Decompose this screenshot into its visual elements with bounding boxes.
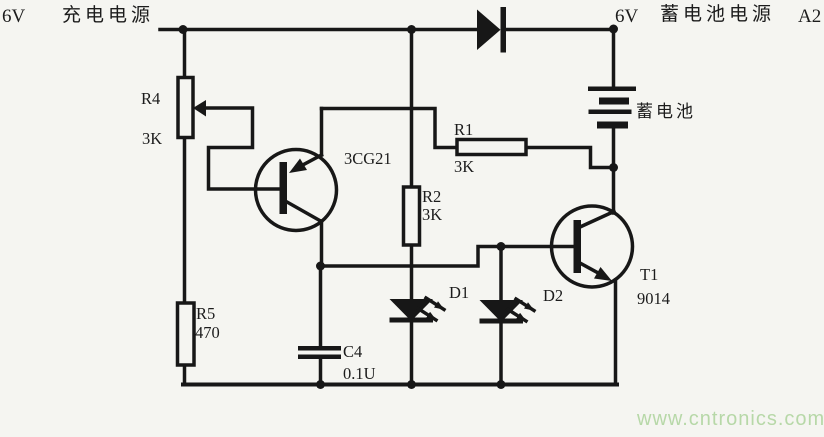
r2-value-label: 3K [422,205,443,224]
transistor-3cg21-symbol [253,147,339,233]
potentiometer-r4-symbol [176,75,206,140]
battery-symbol [588,86,636,129]
junction-dot [407,25,416,34]
t1-value-label: 9014 [637,289,670,308]
led-emission-arrow-icon [505,307,529,324]
led-cathode-bar [389,317,433,323]
r2-ref-label: R2 [422,187,442,206]
battery-rail-voltage: 6V [615,6,639,27]
junction-dot [316,261,325,271]
charge-rail-label: 充电电源 [62,5,155,26]
junction-dot [496,242,506,251]
resistor-r1-symbol [455,137,528,157]
wire [318,244,575,268]
transistor-t1-symbol [549,204,635,289]
d1-ref-label: D1 [449,283,470,302]
battery-label: 蓄电池 [636,102,696,121]
capacitor-plate [298,346,341,351]
diode-symbol [477,7,506,53]
d2-ref-label: D2 [543,286,564,305]
junction-dots [178,24,618,389]
charge-rail-voltage: 6V [2,6,26,27]
c4-value-label: 0.1U [343,364,376,383]
led-emission-arrow-icon [423,295,447,312]
r5-ref-label: R5 [196,304,216,323]
battery-plate [599,97,629,105]
junction-dot [609,24,618,34]
r1-value-label: 3K [454,157,475,176]
wire [319,106,459,150]
diode-cathode-bar [500,7,506,53]
transistor-emitter-line [577,260,603,277]
led-triangle [479,300,523,322]
terminal-a2-label: A2 [798,6,822,27]
transistor-circle [253,147,339,233]
junction-dot [407,380,416,389]
diode-anode-triangle [477,9,501,50]
led-d2-symbol [479,296,537,324]
led-emission-arrow-icon [415,306,439,323]
r1-ref-label: R1 [454,120,474,139]
r4-ref-label: R4 [141,89,161,108]
junction-dot [609,163,618,172]
resistor-body [176,75,195,140]
resistor-r5-symbol [175,301,196,367]
watermark-text: www.cntronics.com [637,408,824,430]
battery-plate [597,121,628,129]
r5-value-label: 470 [195,323,220,342]
transistor-collector-line [577,209,617,230]
transistor-circle [549,204,635,289]
junction-dot [178,25,188,34]
battery-rail-label: 蓄电池电源 [660,4,776,25]
transistor-emitter-arrow-icon [594,267,612,281]
potentiometer-wiper-wire [203,106,281,191]
junction-dot [316,380,325,389]
battery-plate [588,86,636,91]
capacitor-plate [298,354,341,359]
wire [524,145,616,170]
capacitor-c4-symbol [298,346,341,359]
junction-dot [496,380,506,389]
transistor-collector-line [284,199,324,224]
battery-plate [588,109,632,114]
c4-ref-label: C4 [343,342,363,361]
wires [158,27,619,387]
led-d1-symbol [389,295,447,323]
wiper-arrow-icon [193,100,206,117]
transistor-base-bar [573,220,581,273]
led-emission-arrow-icon [513,296,537,313]
led-cathode-bar [479,318,523,324]
transistor-base-bar [279,162,287,214]
resistor-r2-symbol [401,185,422,247]
led-triangle [389,299,433,321]
t1-ref-label: T1 [640,265,659,284]
transistor-emitter-arrow-icon [289,158,307,173]
q1-ref-label: 3CG21 [344,149,392,168]
r4-value-label: 3K [142,129,163,148]
